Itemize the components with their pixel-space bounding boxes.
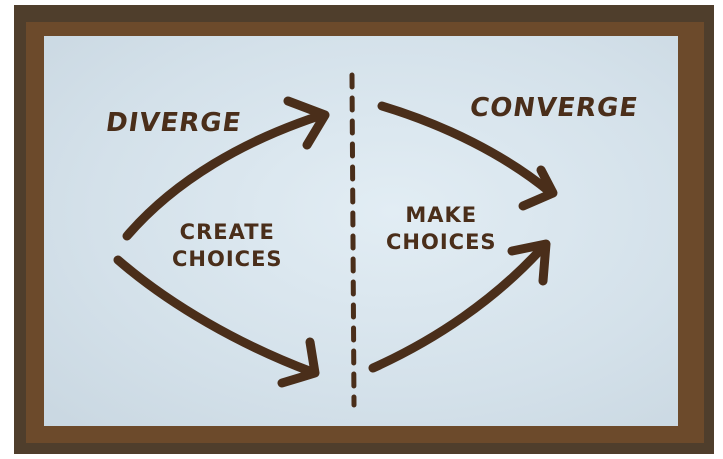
converge-label: CONVERGE: [467, 93, 641, 123]
center-divider-dashed: [349, 72, 357, 408]
create-choices-line-2: CHOICES: [172, 247, 283, 271]
converge-lower-arrow: [368, 242, 548, 373]
diverge-upper-arrowhead: [283, 96, 330, 150]
make-choices-line-2: CHOICES: [386, 230, 497, 254]
converge-upper-arrowhead: [518, 165, 558, 211]
create-choices-line-1: CREATE: [179, 220, 275, 244]
diverge-label: DIVERGE: [103, 108, 244, 138]
projection-screen: [44, 36, 678, 426]
make-choices-line-1: MAKE: [405, 203, 478, 227]
diverge-upper-arrow: [122, 110, 327, 241]
converge-upper-arrow: [377, 101, 555, 197]
make-choices-label: MAKE CHOICES: [386, 205, 497, 259]
diverge-lower-arrowhead: [277, 337, 320, 388]
create-choices-label: CREATE CHOICES: [172, 222, 283, 276]
diverge-lower-arrow: [113, 255, 317, 377]
converge-lower-arrowhead: [507, 239, 551, 286]
